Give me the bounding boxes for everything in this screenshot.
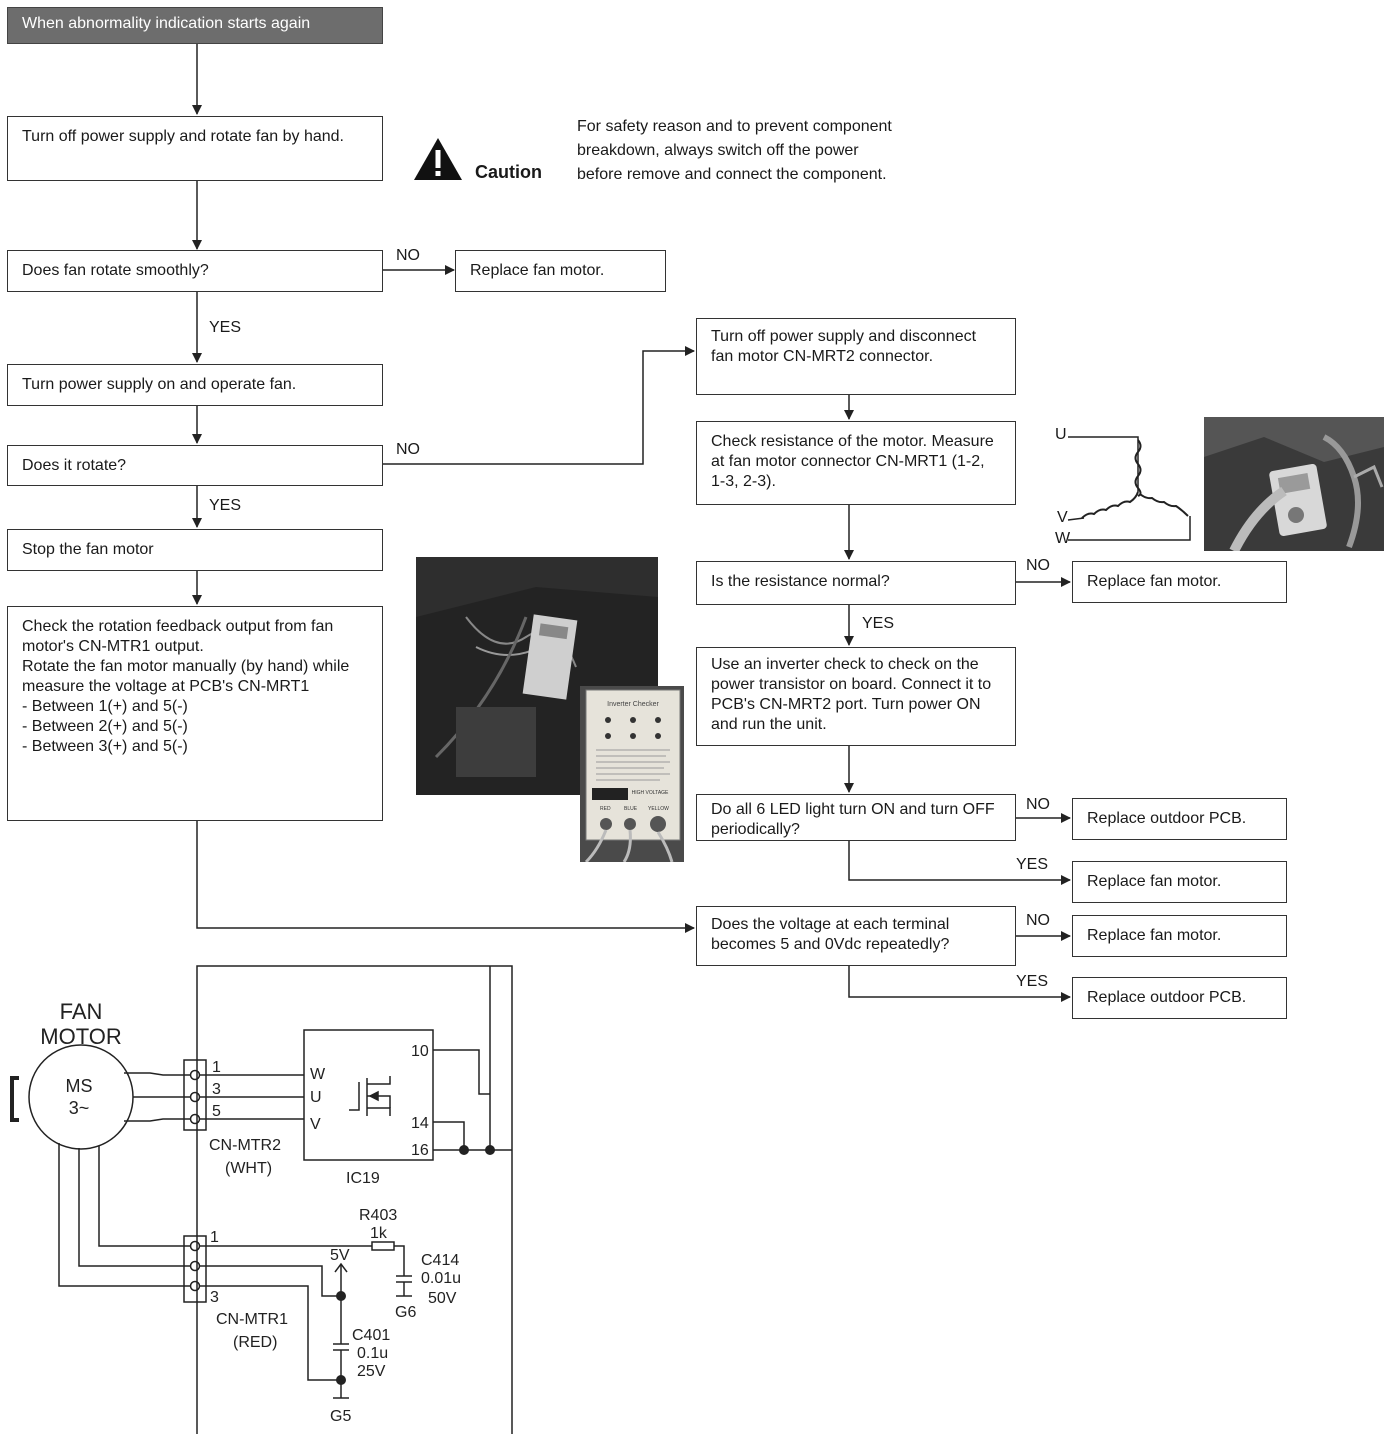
no-label-voltage: NO [1026,912,1050,929]
cn-mtr2-color: (WHT) [225,1160,272,1177]
arrow-voltage-yes [848,966,1071,1002]
ic-pin-v: V [310,1116,321,1133]
start-box: When abnormality indication starts again [7,7,383,44]
cn-mtr1-label: CN-MTR1 [216,1311,288,1328]
motor-phase-label: 3~ [69,1098,90,1118]
checker-badge: HIGH VOLTAGE [632,790,669,796]
arrow-check-to-voltage [196,821,695,933]
motor-ms-label: MS [66,1076,93,1096]
ic-pin-w: W [310,1066,326,1083]
caution-text: For safety reason and to prevent compone… [577,118,892,183]
replace-fan-motor-3: Replace fan motor. [1072,861,1287,903]
r403-resistor [371,1241,395,1251]
replace-fan-motor-4: Replace fan motor. [1072,915,1287,957]
cn-mtr2-label: CN-MTR2 [209,1137,281,1154]
replace-outdoor-pcb-2: Replace outdoor PCB. [1072,977,1287,1019]
ic-pin-16: 16 [411,1142,429,1159]
arrow-rotate-no [383,346,695,465]
cn-mtr1-body [183,1235,207,1303]
mtr1-pin1: 1 [210,1229,219,1246]
meter-photo [1204,417,1384,551]
motor-ground-bracket [10,1076,19,1122]
checker-title: Inverter Checker [607,701,659,708]
no-label-rotate: NO [396,441,420,458]
disconnect-box: Turn off power supply and disconnect fan… [696,318,1016,395]
stop-box: Stop the fan motor [7,529,383,571]
pcb-photo [416,557,658,795]
ic-pin-10: 10 [411,1043,429,1060]
warning-icon [414,138,462,180]
g5-label: G5 [330,1408,351,1425]
resistance-question-box: Is the resistance normal? [696,561,1016,605]
fan-motor-label-2: MOTOR [40,1024,121,1049]
checker-red: RED [600,806,611,812]
replace-fan-motor-2: Replace fan motor. [1072,561,1287,603]
power-on-box: Turn power supply on and operate fan. [7,364,383,406]
check-feedback-box: Check the rotation feedback output from … [7,606,383,821]
c414-value: 0.01u [421,1270,461,1287]
no-label-resistance: NO [1026,557,1050,574]
checker-blue: BLUE [624,806,638,812]
c401-label: C401 [352,1327,390,1344]
g6-label: G6 [395,1304,416,1321]
no-label-smooth: NO [396,247,420,264]
mtr1-pin3: 3 [210,1289,219,1306]
replace-fan-motor-1: Replace fan motor. [455,250,666,292]
check-resistance-box: Check resistance of the motor. Measure a… [696,421,1016,505]
ic-pin-14: 14 [411,1115,429,1132]
winding-diagram [1067,436,1191,541]
motor-circle [28,1044,134,1150]
caution-title: Caution [475,162,542,182]
no-label-led: NO [1026,796,1050,813]
yes-label-resistance: YES [862,615,895,632]
rotate-question-box: Does it rotate? [7,445,383,486]
mtr2-pin1: 1 [212,1059,221,1076]
arrow-led-yes [848,841,1071,885]
inverter-check-box: Use an inverter check to check on the po… [696,647,1016,746]
c401-voltage: 25V [357,1363,386,1380]
ic19-body [303,1029,434,1161]
pcb-outline [196,965,513,1434]
inverter-checker-photo: Inverter Checker HIGH VOLTAGE RED BLUE Y… [580,686,684,862]
replace-outdoor-pcb-1: Replace outdoor PCB. [1072,798,1287,840]
c414-voltage: 50V [428,1290,457,1307]
r403-value: 1k [370,1225,388,1242]
voltage-question-box: Does the voltage at each terminal become… [696,906,1016,966]
winding-v: V [1057,509,1068,526]
yes-label-led: YES [1016,856,1049,873]
ic19-label: IC19 [346,1170,380,1187]
ic-pin-u: U [310,1089,322,1106]
mosfet-symbol [349,1076,391,1116]
yes-label-voltage: YES [1016,973,1049,990]
five-v-label: 5V [330,1247,350,1264]
winding-w: W [1055,530,1071,547]
yes-label-rotate: YES [209,497,242,514]
checker-yellow: YELLOW [648,806,669,812]
cn-mtr2-body [183,1059,207,1131]
yes-label-smooth: YES [209,319,242,336]
c401-value: 0.1u [357,1345,388,1362]
smooth-question-box: Does fan rotate smoothly? [7,250,383,292]
led-question-box: Do all 6 LED light turn ON and turn OFF … [696,794,1016,841]
r403-label: R403 [359,1207,397,1224]
c414-label: C414 [421,1252,459,1269]
mtr2-pin5: 5 [212,1103,221,1120]
turn-off-rotate-box: Turn off power supply and rotate fan by … [7,116,383,181]
mtr2-pin3: 3 [212,1081,221,1098]
cn-mtr1-color: (RED) [233,1334,277,1351]
winding-u: U [1055,426,1067,443]
fan-motor-label-1: FAN [60,999,103,1024]
